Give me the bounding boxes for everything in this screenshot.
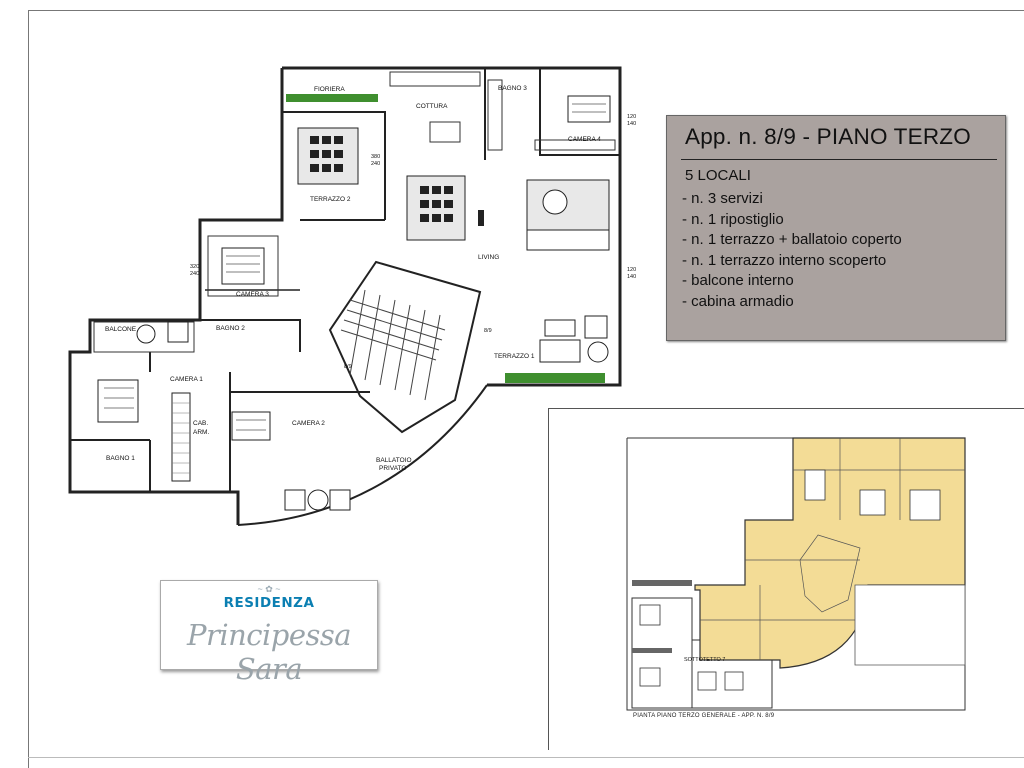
- apartment-title: App. n. 8/9 - PIANO TERZO: [685, 124, 971, 149]
- label-terrazzo-1: TERRAZZO 1: [494, 353, 535, 360]
- window-dim-1a: 120: [627, 114, 636, 120]
- label-camera-2: CAMERA 2: [292, 420, 325, 427]
- label-bagno-1: BAGNO 1: [106, 455, 135, 462]
- feature-item: - n. 1 terrazzo interno scoperto: [682, 251, 887, 269]
- window-dim-3a: 320: [190, 264, 199, 270]
- logo-residenza: RESIDENZA: [223, 595, 315, 611]
- rooms-count: 5 LOCALI: [685, 167, 751, 184]
- floor-plan: FIORIERA COTTURA BAGNO 3 CAMERA 4 TERRAZ…: [68, 66, 636, 526]
- feature-item: - cabina armadio: [682, 292, 794, 310]
- window-dim-2b: 240: [371, 161, 380, 167]
- label-camera-1: CAMERA 1: [170, 376, 203, 383]
- feature-item: - n. 3 servizi: [682, 190, 763, 207]
- label-privato: PRIVATO: [379, 465, 406, 472]
- page-frame-top: [28, 10, 1024, 11]
- label-sottotetto: SOTTOTETTO 7: [684, 657, 725, 663]
- label-living: LIVING: [478, 254, 499, 261]
- window-dim-4b: 140: [627, 274, 636, 280]
- label-bagno-2: BAGNO 2: [216, 325, 245, 332]
- label-fioriera: FIORIERA: [314, 86, 345, 93]
- label-unit-lower: 8/9: [344, 364, 352, 370]
- general-floor-plan: SOTTOTETTO 7: [626, 437, 966, 711]
- label-balcone: BALCONE: [105, 326, 137, 333]
- apartment-info-box: App. n. 8/9 - PIANO TERZO 5 LOCALI - n. …: [666, 115, 1006, 341]
- window-dim-1b: 140: [627, 121, 636, 127]
- logo-ornament: ~ ✿ ~: [257, 584, 281, 594]
- label-ballatoio: BALLATOIO: [376, 457, 412, 464]
- features-list: - n. 3 servizi - n. 1 ripostiglio - n. 1…: [682, 189, 902, 312]
- title-divider: [681, 159, 997, 160]
- logo-name: Principessa Sara: [186, 618, 352, 686]
- inset-caption: PIANTA PIANO TERZO GENERALE - APP. N. 8/…: [633, 713, 775, 719]
- label-cab: CAB.: [193, 420, 208, 427]
- label-unit-upper: 8/9: [484, 328, 492, 334]
- label-camera-4: CAMERA 4: [568, 136, 601, 143]
- window-dim-2a: 380: [371, 154, 380, 160]
- label-bagno-3: BAGNO 3: [498, 85, 527, 92]
- label-camera-3: CAMERA 3: [236, 291, 269, 298]
- page-frame-bottom: [28, 757, 1024, 758]
- label-cottura: COTTURA: [416, 103, 448, 110]
- window-dim-4a: 120: [627, 267, 636, 273]
- feature-item: - n. 1 terrazzo + ballatoio coperto: [682, 231, 902, 248]
- label-arm: ARM.: [193, 429, 209, 436]
- feature-item: - n. 1 ripostiglio: [682, 210, 784, 228]
- residence-logo: ~ ✿ ~ RESIDENZA Principessa Sara: [160, 580, 378, 686]
- inset-frame: [548, 408, 1024, 750]
- feature-item: - balcone interno: [682, 272, 794, 289]
- page-frame-left: [28, 10, 29, 768]
- label-terrazzo-2: TERRAZZO 2: [310, 196, 351, 203]
- window-dim-3b: 240: [190, 271, 199, 277]
